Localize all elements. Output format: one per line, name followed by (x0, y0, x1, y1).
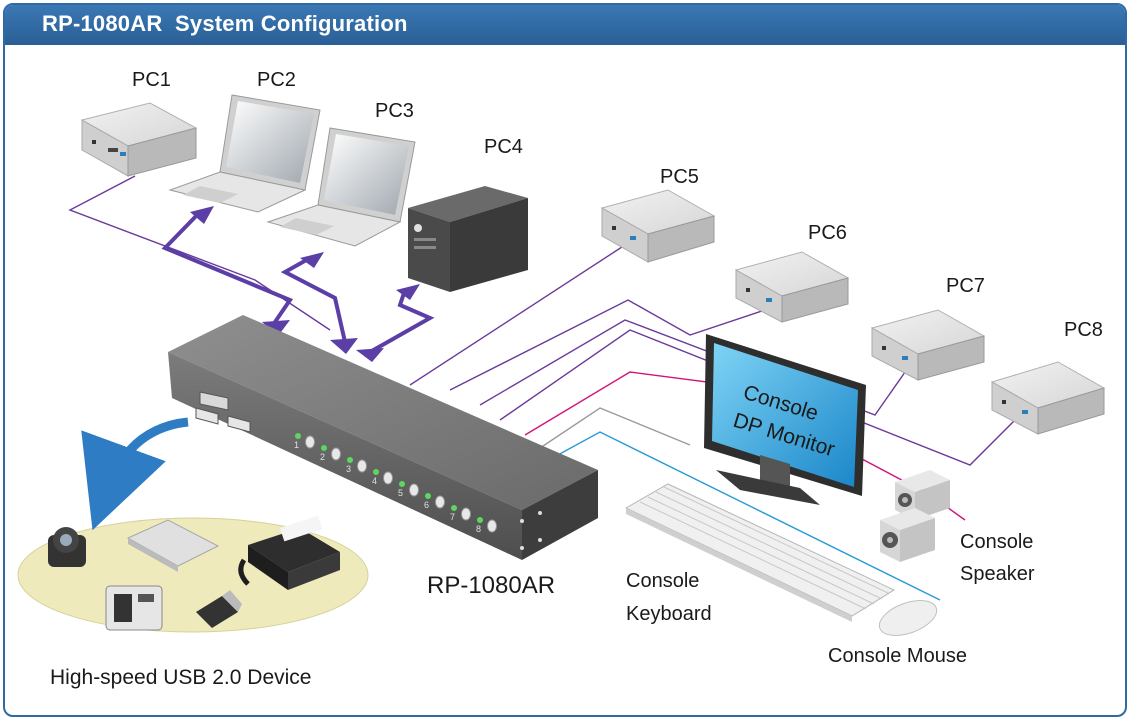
port-led (425, 493, 431, 499)
port-number: 4 (372, 476, 377, 486)
card-reader-icon (105, 585, 163, 631)
pc3-laptop (266, 127, 416, 247)
port-button (305, 435, 315, 449)
pc8-label: PC8 (1064, 319, 1103, 341)
mouse-label: Console Mouse (828, 645, 967, 667)
port-button (487, 519, 497, 533)
console-monitor: Console DP Monitor (704, 334, 866, 505)
console-speaker (880, 470, 950, 562)
port-number: 2 (320, 452, 325, 462)
title-bar: RP-1080AR System Configuration (5, 5, 1125, 45)
port-led (373, 469, 379, 475)
port-number: 5 (398, 488, 403, 498)
kvm-model-label: RP-1080AR (427, 572, 555, 599)
fax-machine-icon (238, 515, 340, 590)
usb-arrowheads (190, 206, 420, 362)
cable-pc1 (68, 175, 331, 331)
port-button (383, 471, 393, 485)
port-number: 7 (450, 512, 455, 522)
pc8-mini-pc (990, 361, 1106, 435)
port-led (451, 505, 457, 511)
pc5-mini-pc (600, 189, 716, 263)
port-number: 8 (476, 524, 481, 534)
usb-port-front (195, 407, 219, 425)
pc4-label: PC4 (484, 136, 523, 158)
webcam-icon (48, 527, 86, 567)
speaker-label-line2: Speaker (960, 563, 1035, 585)
keyboard-label-line2: Keyboard (626, 603, 712, 625)
keyboard-label-line1: Console (626, 570, 699, 592)
port-button (461, 507, 471, 521)
pc1-label: PC1 (132, 69, 171, 91)
kvm-switch (168, 315, 598, 560)
pc6-mini-pc (734, 251, 850, 323)
curved-arrow-icon (81, 417, 189, 531)
cable-pc6 (449, 299, 781, 391)
port-led (347, 457, 353, 463)
pc2-label: PC2 (257, 69, 296, 91)
console-keyboard (624, 483, 896, 622)
pc4-tower (408, 186, 528, 292)
pc7-label: PC7 (946, 275, 985, 297)
cable-mouse (544, 431, 941, 601)
speaker-label-line1: Console (960, 531, 1033, 553)
usb-port-front (227, 415, 251, 433)
pc7-mini-pc (870, 309, 986, 381)
cable-keyboard (539, 407, 691, 449)
port-number: 6 (424, 500, 429, 510)
pc3-label: PC3 (375, 100, 414, 122)
pc2-laptop (168, 94, 321, 213)
cable-pc5 (409, 244, 626, 386)
port-button (435, 495, 445, 509)
pc5-label: PC5 (660, 166, 699, 188)
port-led (399, 481, 405, 487)
port-button (331, 447, 341, 461)
port-led (321, 445, 327, 451)
kvm-screws (520, 511, 542, 550)
usb-flash-drive-icon (196, 590, 242, 628)
port-number: 1 (294, 440, 299, 450)
port-button (357, 459, 367, 473)
console-mouse (878, 600, 938, 636)
kvm-port-buttons: 1 2 3 4 5 6 7 8 (294, 433, 497, 534)
usb-port-arrows (161, 210, 435, 354)
port-led (477, 517, 483, 523)
usb-devices-group (17, 515, 369, 633)
page-title: RP-1080AR System Configuration (42, 11, 408, 36)
port-number: 3 (346, 464, 351, 474)
port-button (409, 483, 419, 497)
usb-devices-label: High-speed USB 2.0 Device (50, 666, 311, 689)
pc1-mini-pc (80, 102, 198, 177)
port-led (295, 433, 301, 439)
serial-port (199, 391, 229, 411)
pc6-label: PC6 (808, 222, 847, 244)
